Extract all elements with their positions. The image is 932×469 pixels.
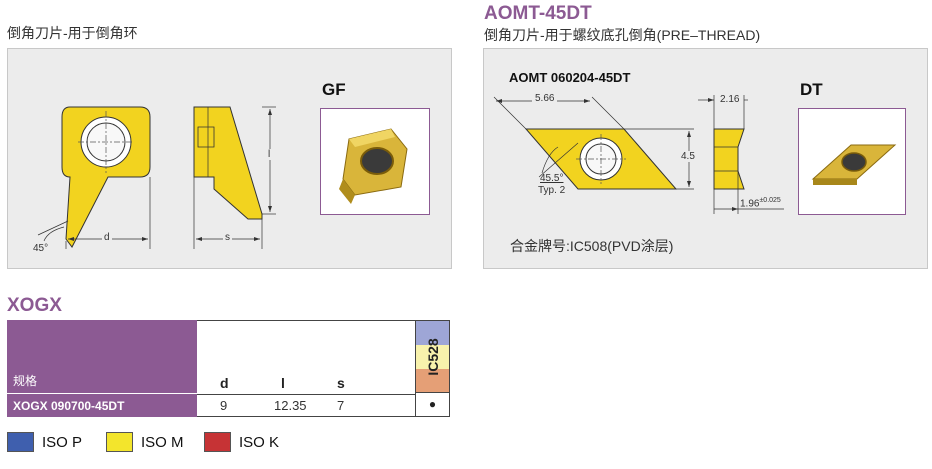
- dim-hole-value: 1.96: [740, 198, 760, 210]
- gf-insert-photo: [320, 108, 430, 215]
- right-drawing-panel: AOMT 060204-45DT: [483, 48, 928, 269]
- material-note: 合金牌号:IC508(PVD涂层): [510, 238, 674, 254]
- grade-header-label: IC528: [424, 337, 441, 376]
- xogx-table: 规格 d l s IC528 XOGX 090700-45DT 9 12.35 …: [7, 320, 450, 417]
- legend-swatch-iso-p: [7, 432, 34, 452]
- dim-thickness-label: 2.16: [720, 94, 740, 105]
- row-grade-cell: ●: [415, 393, 450, 417]
- dt-insert-photo: [798, 108, 906, 215]
- xogx-spec-header-cell: 规格: [7, 320, 197, 393]
- dim-s-label: s: [223, 232, 232, 243]
- legend-label-iso-k: ISO K: [239, 433, 280, 451]
- gf-insert-photo-image: [339, 128, 408, 204]
- row-values: 9 12.35 7: [197, 393, 415, 417]
- row-s-value: 7: [337, 398, 345, 413]
- dt-grade-code: DT: [800, 80, 823, 99]
- column-header-s: s: [337, 375, 345, 391]
- row-grade-mark: ●: [428, 397, 437, 411]
- dim-d-label: d: [102, 232, 112, 243]
- legend-swatch-iso-k: [204, 432, 231, 452]
- dim-angle-label-right: 45.5°: [540, 173, 564, 184]
- dim-height-label: 4.5: [681, 151, 695, 162]
- dim-hole-tolerance: ±0.025: [759, 197, 781, 204]
- dim-type-label: Typ. 2: [538, 185, 566, 196]
- legend-iso-k: ISO K: [204, 432, 279, 452]
- dim-width-label: 5.66: [532, 93, 558, 104]
- left-drawing-panel: 45° d s l GF: [7, 48, 452, 269]
- band-iso-m: [416, 345, 449, 369]
- row-name: XOGX 090700-45DT: [13, 399, 125, 413]
- grade-column-header: IC528: [415, 320, 450, 393]
- gf-side-view: [193, 106, 276, 249]
- xogx-spec-header: 规格: [13, 374, 38, 388]
- dt-insert-photo-image: [811, 144, 897, 185]
- band-iso-p: [416, 321, 449, 345]
- dim-hole-label: 1.96±0.025: [740, 197, 781, 209]
- legend-label-iso-m: ISO M: [141, 433, 184, 451]
- aomt-side-view: [698, 95, 784, 214]
- column-header-l: l: [281, 375, 285, 391]
- dim-angle-label: 45°: [33, 243, 49, 254]
- gf-front-view: [37, 106, 151, 249]
- legend-label-iso-p: ISO P: [42, 433, 83, 451]
- xogx-columns-header: d l s: [197, 320, 415, 395]
- right-caption: 倒角刀片-用于螺纹底孔倒角(PRE–THREAD): [484, 27, 761, 43]
- row-d-value: 9: [220, 398, 228, 413]
- aomt-top-view: [493, 96, 694, 190]
- gf-insert-drawing: [37, 106, 276, 249]
- row-name-cell: XOGX 090700-45DT: [7, 393, 197, 417]
- left-caption: 倒角刀片-用于倒角环: [7, 25, 138, 41]
- column-header-d: d: [220, 375, 229, 391]
- aomt-title: AOMT-45DT: [484, 3, 592, 24]
- aomt-model-label: AOMT 060204-45DT: [509, 70, 631, 85]
- row-l-value: 12.35: [274, 398, 307, 413]
- table-row: XOGX 090700-45DT 9 12.35 7 ●: [7, 393, 450, 417]
- legend-iso-m: ISO M: [106, 432, 184, 452]
- gf-grade-code: GF: [322, 80, 346, 99]
- band-iso-k: [416, 369, 449, 392]
- legend-swatch-iso-m: [106, 432, 133, 452]
- legend-iso-p: ISO P: [7, 432, 82, 452]
- aomt-insert-drawing: [493, 95, 784, 214]
- dim-l-label: l: [266, 149, 273, 160]
- xogx-title: XOGX: [7, 295, 62, 316]
